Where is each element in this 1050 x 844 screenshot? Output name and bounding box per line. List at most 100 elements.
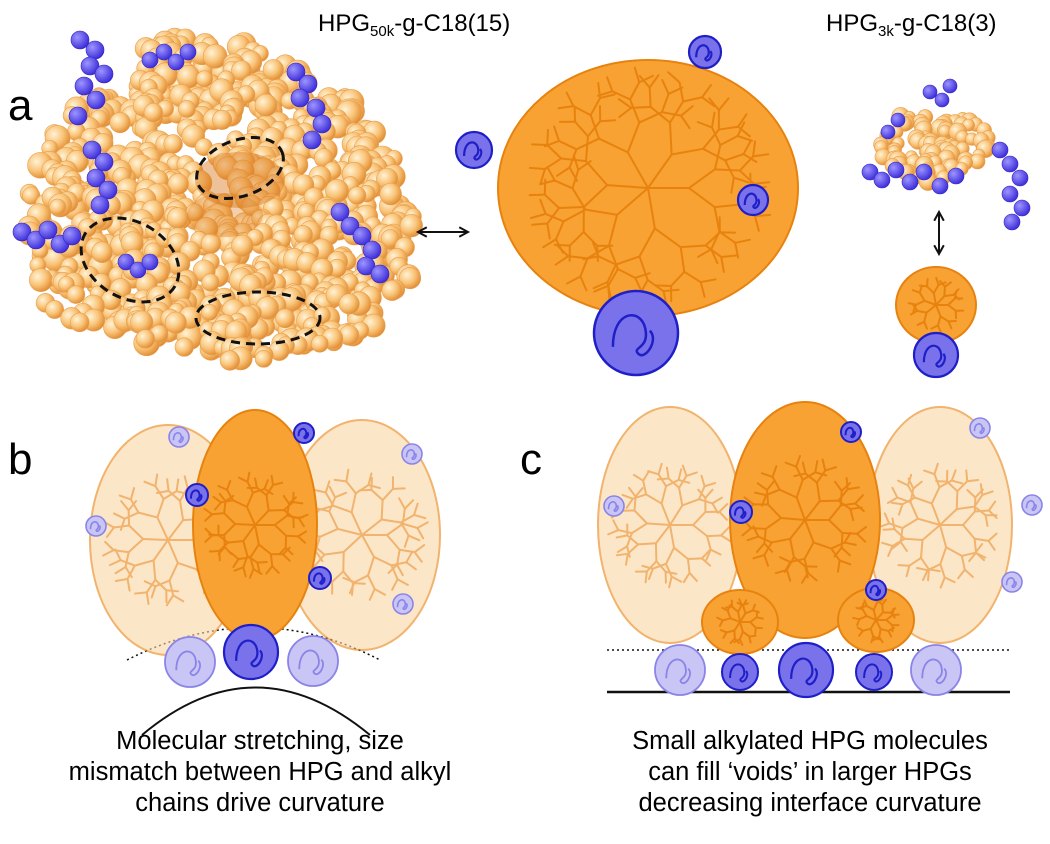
alkyl-coil-circle: [86, 516, 106, 536]
alkyl-coil-circle: [393, 594, 413, 614]
hpg-bead: [165, 312, 186, 333]
alkyl-bead: [891, 113, 905, 127]
alkyl-bead: [874, 172, 890, 188]
hpg-branch: [882, 604, 883, 612]
hpg-bead: [255, 94, 277, 116]
caption-b-line: Molecular stretching, size: [40, 726, 480, 757]
alkyl-bead: [902, 174, 918, 190]
hpg-branch: [975, 539, 976, 553]
alkyl-coil-icon: [224, 625, 278, 679]
hpg-bead: [144, 103, 163, 122]
alkyl-bead: [923, 85, 937, 99]
hpg-bead: [50, 199, 66, 215]
hpg-branch: [532, 144, 547, 145]
interface-schematic-c: [598, 402, 1042, 697]
alkyl-coil-icon: [722, 654, 758, 690]
hpg-branch: [928, 569, 929, 580]
hpg-bead: [70, 313, 89, 332]
hpg-branch: [927, 279, 928, 286]
hpg-branch: [879, 629, 880, 637]
caption-b-line: mismatch between HPG and alkyl: [40, 757, 480, 788]
hpg-branch: [751, 528, 766, 529]
hpg-branch: [631, 107, 650, 108]
alkyl-coil-circle: [970, 418, 990, 438]
alkyl-bead: [1004, 214, 1020, 230]
alkyl-coil-icon: [779, 643, 833, 697]
hpg-branch: [286, 536, 298, 537]
panel-label-b: b: [8, 438, 32, 482]
alkyl-coil-icon: [914, 333, 958, 377]
hpg-branch: [212, 513, 224, 514]
hpg-bead: [311, 335, 328, 352]
alkyl-bead: [935, 93, 949, 107]
alkyl-coil-circle: [689, 36, 721, 68]
alkyl-coil-icon: [86, 516, 106, 536]
hpg-branch: [293, 502, 302, 503]
alkyl-coil-circle: [730, 501, 752, 523]
alkyl-bead: [180, 44, 196, 60]
hpg-branch: [210, 551, 219, 552]
caption-c-line: Small alkylated HPG molecules: [570, 726, 1050, 757]
hpg-branch: [721, 256, 736, 257]
caption-c-line: can fill ‘voids’ in larger HPGs: [570, 757, 1050, 788]
alkyl-coil-icon: [165, 637, 215, 687]
hpg-branch: [600, 120, 615, 121]
alkyl-coil-icon: [970, 418, 990, 438]
alkyl-coil-icon: [1022, 495, 1042, 515]
hpg-branch: [898, 565, 909, 566]
alkyl-bead: [943, 79, 957, 93]
alkyl-bead: [87, 91, 105, 109]
hpg-branch: [658, 478, 669, 479]
hpg-branch: [143, 539, 168, 540]
hpg-bead: [196, 71, 212, 87]
hpg-branch: [650, 88, 651, 107]
hpg-branch: [532, 224, 547, 225]
alkyl-coil-circle: [186, 484, 208, 506]
alkyl-coil-circle: [655, 645, 705, 695]
alkyl-bead: [95, 153, 113, 171]
hpg-branch: [617, 554, 628, 555]
hpg-branch: [559, 207, 584, 208]
hpg-bead: [202, 274, 219, 291]
hpg-branch: [688, 558, 702, 559]
alkyl-coil-icon: [841, 422, 861, 442]
hpg-branch: [167, 479, 168, 491]
hpg-bead: [131, 311, 153, 333]
alkyl-coil-icon: [856, 654, 892, 690]
alkyl-coil-icon: [169, 427, 189, 447]
alkyl-bead: [303, 131, 321, 149]
caption-c-line: decreasing interface curvature: [570, 788, 1050, 819]
hpg-bead: [276, 309, 295, 328]
hpg-branch: [715, 169, 740, 170]
alkyl-bead: [75, 77, 93, 95]
alkyl-coil-icon: [402, 444, 422, 464]
alkyl-coil-circle: [856, 654, 892, 690]
alkyl-bead: [69, 107, 87, 125]
alkyl-bead: [71, 31, 89, 49]
hpg-branch: [749, 636, 750, 642]
hpg50k-molecular-model: [13, 28, 423, 370]
alkyl-bead: [1012, 170, 1028, 186]
alkyl-coil-circle: [738, 185, 768, 215]
hpg3k-molecular-model: [862, 79, 1030, 230]
alkyl-bead: [95, 65, 113, 83]
hpg-bead: [92, 242, 113, 263]
caption-c: Small alkylated HPG molecules can fill ‘…: [570, 726, 1050, 819]
alkyl-coil-circle: [309, 567, 331, 589]
hpg-branch: [957, 491, 958, 509]
hpg-branch: [224, 535, 225, 547]
alkyl-coil-circle: [288, 636, 338, 686]
hpg-bead: [220, 351, 240, 371]
hpg-bead: [263, 59, 283, 79]
hpg-bead: [382, 280, 402, 300]
hpg-bead: [29, 268, 52, 291]
alkyl-coil-icon: [1002, 572, 1022, 592]
alkyl-bead: [142, 52, 158, 68]
hpg-branch: [936, 481, 947, 482]
hpg-branch: [920, 286, 927, 287]
hpg-branch: [530, 168, 545, 169]
hpg-branch: [646, 571, 647, 582]
hpg-branch: [272, 476, 273, 485]
